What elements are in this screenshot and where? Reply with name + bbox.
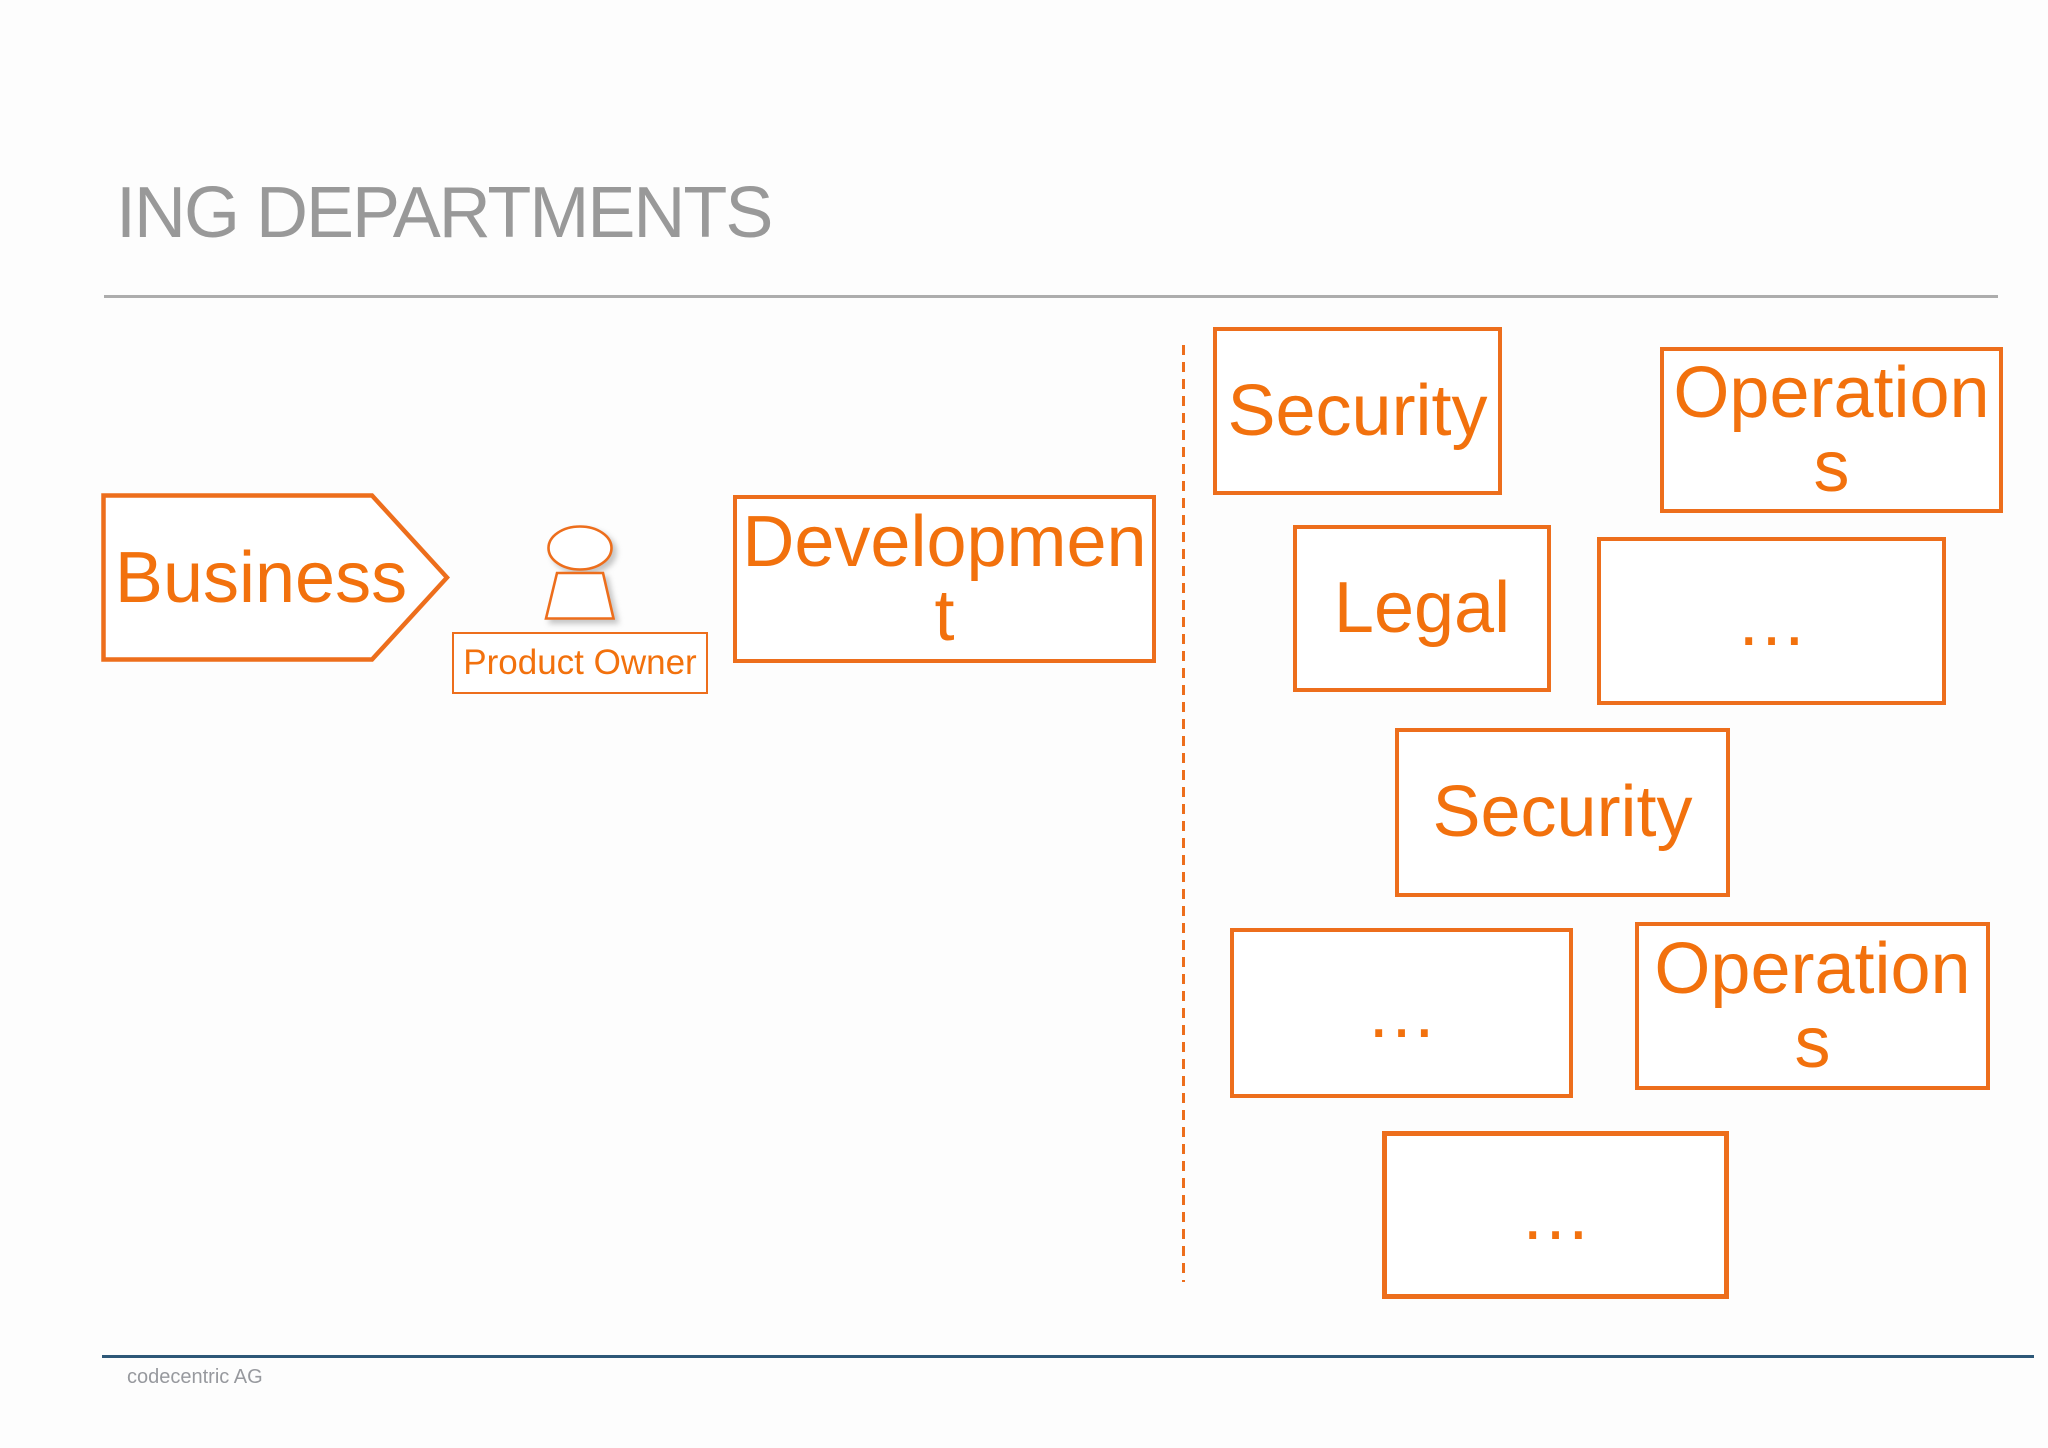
chevron-right-shape: [101, 493, 450, 662]
department-box-label: …: [1519, 1174, 1592, 1255]
development-box: Development: [733, 495, 1156, 663]
footer-divider: [102, 1355, 2034, 1358]
department-box-ellipsis-top: …: [1597, 537, 1946, 705]
department-box-security-top: Security: [1213, 327, 1502, 495]
department-box-ellipsis-left: …: [1230, 928, 1573, 1098]
department-box-label: Security: [1432, 772, 1693, 853]
business-label: Business: [114, 537, 408, 618]
department-box-label: Operations: [1654, 928, 1971, 1083]
development-label: Development: [742, 501, 1147, 656]
department-box-label: Operations: [1673, 352, 1990, 507]
department-box-security-middle: Security: [1395, 728, 1730, 897]
department-box-label: Security: [1227, 370, 1488, 451]
department-dashed-divider: [1182, 345, 1185, 1282]
department-box-operations-bottom: Operations: [1635, 922, 1990, 1090]
department-box-operations-top: Operations: [1660, 347, 2003, 513]
product-owner-box: Product Owner: [452, 632, 708, 694]
department-box-label: …: [1735, 580, 1808, 661]
department-box-legal: Legal: [1293, 525, 1551, 692]
product-owner-label: Product Owner: [463, 643, 697, 682]
person-pawn-icon: [544, 525, 616, 620]
department-box-ellipsis-bottom: …: [1382, 1131, 1729, 1299]
department-box-label: …: [1365, 972, 1438, 1053]
title-divider: [104, 295, 1998, 298]
footer-text: codecentric AG: [127, 1366, 263, 1388]
department-box-label: Legal: [1333, 568, 1511, 649]
page-title: ING DEPARTMENTS: [116, 173, 773, 253]
business-arrow-shape: Business: [101, 493, 450, 662]
